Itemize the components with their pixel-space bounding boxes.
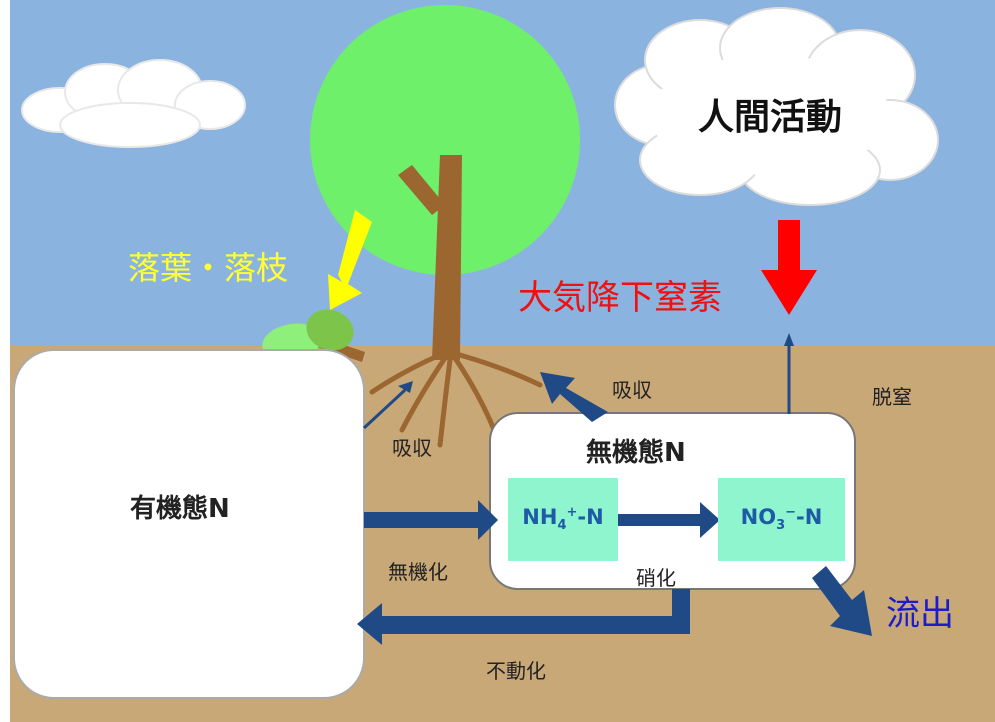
nitrification-arrow — [618, 502, 720, 538]
denitrification-arrow — [784, 333, 794, 414]
outflow-arrow — [812, 566, 872, 636]
atmospheric-deposition-label: 大気降下窒素 — [518, 278, 722, 318]
immobilization-label: 不動化 — [486, 659, 546, 683]
mineralization-arrow — [364, 500, 498, 540]
tree-roots — [369, 352, 543, 448]
denitrification-label: 脱窒 — [872, 385, 912, 409]
deposition-arrow — [761, 220, 817, 315]
human-activity-label: 人間活動 — [698, 97, 843, 138]
absorption-arrow-right — [540, 372, 608, 422]
inorganic-n-label: 無機態N — [586, 438, 686, 468]
ammonium-label: NH4+-N — [522, 505, 604, 534]
organic-n-label: 有機態N — [130, 494, 230, 524]
nitrification-label: 硝化 — [636, 566, 676, 590]
nitrate-box: NO3−-N — [718, 478, 845, 561]
immobilization-arrow — [357, 589, 690, 645]
mineralization-label: 無機化 — [388, 560, 448, 584]
absorption-label-right: 吸収 — [612, 378, 652, 402]
human-activity-cloud — [614, 7, 939, 206]
litterfall-arrow — [328, 210, 372, 310]
nitrate-label: NO3−-N — [740, 505, 823, 534]
litterfall-label: 落葉・落枝 — [128, 249, 289, 287]
tree-crown — [310, 5, 580, 275]
absorption-arrow-left — [362, 381, 413, 430]
outflow-label: 流出 — [886, 594, 954, 634]
absorption-label-left: 吸収 — [392, 436, 432, 460]
ammonium-box: NH4+-N — [508, 478, 618, 561]
left-cloud — [21, 59, 246, 148]
